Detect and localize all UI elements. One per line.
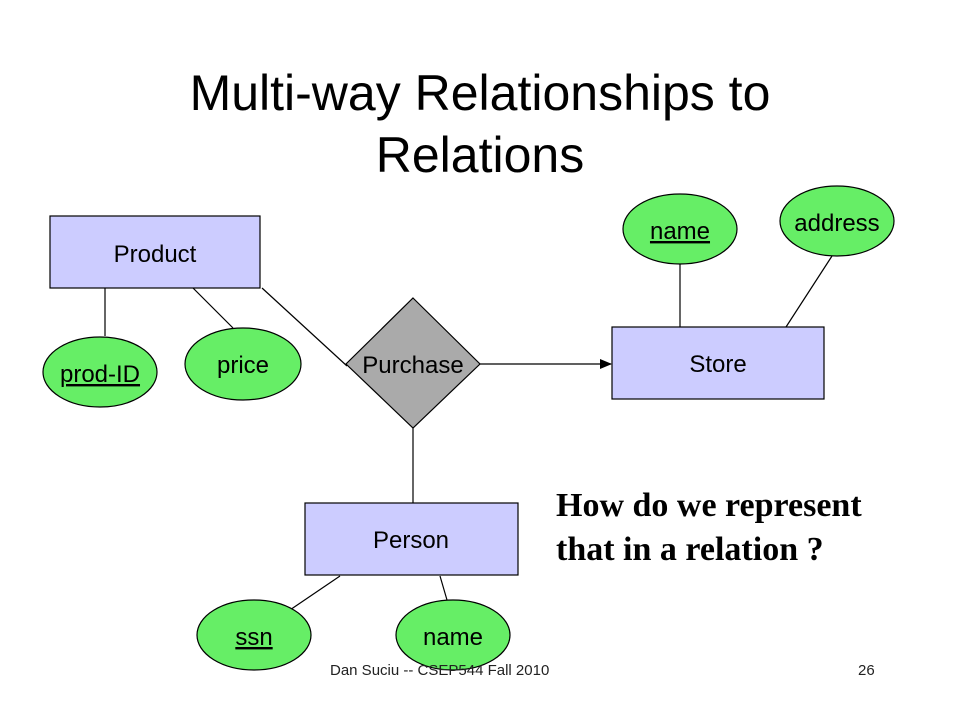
- edge-product-purchase: [261, 287, 348, 367]
- question-line-1: How do we represent: [556, 487, 862, 524]
- entity-product[interactable]: Product: [49, 215, 261, 289]
- entity-product-label: Product: [114, 241, 197, 268]
- relationship-purchase[interactable]: Purchase: [345, 297, 481, 429]
- attribute-price-label: price: [217, 352, 269, 379]
- relationship-purchase-label: Purchase: [362, 352, 463, 379]
- attribute-address[interactable]: address: [779, 185, 895, 257]
- question-text: How do we represent that in a relation ?: [556, 484, 862, 572]
- entity-person-label: Person: [373, 527, 449, 554]
- question-line-2: that in a relation ?: [556, 531, 824, 568]
- entity-store[interactable]: Store: [611, 326, 825, 400]
- attribute-ssn-label: ssn: [235, 624, 272, 651]
- edge-product-price: [192, 287, 234, 329]
- edge-person-ssn: [283, 575, 341, 615]
- entity-person[interactable]: Person: [304, 502, 519, 576]
- attribute-prod-id-label: prod-ID: [60, 361, 140, 388]
- edge-person-name: [439, 575, 448, 601]
- attribute-prod-id[interactable]: prod-ID: [42, 336, 158, 408]
- entity-store-label: Store: [689, 351, 746, 378]
- edge-store-address: [785, 255, 833, 328]
- attribute-store-name-label: name: [650, 218, 710, 245]
- attribute-price[interactable]: price: [184, 327, 302, 401]
- attribute-store-name[interactable]: name: [622, 193, 738, 265]
- page-number: 26: [858, 662, 875, 679]
- title-line-1: Multi-way Relationships to: [189, 65, 771, 121]
- slide-title: Multi-way Relationships to Relations: [60, 62, 900, 186]
- attribute-person-name-label: name: [423, 624, 483, 651]
- attribute-address-label: address: [794, 210, 879, 237]
- footer-credit: Dan Suciu -- CSEP544 Fall 2010: [330, 662, 550, 679]
- title-line-2: Relations: [375, 127, 585, 183]
- attribute-ssn[interactable]: ssn: [196, 599, 312, 671]
- attribute-person-name[interactable]: name: [395, 599, 511, 671]
